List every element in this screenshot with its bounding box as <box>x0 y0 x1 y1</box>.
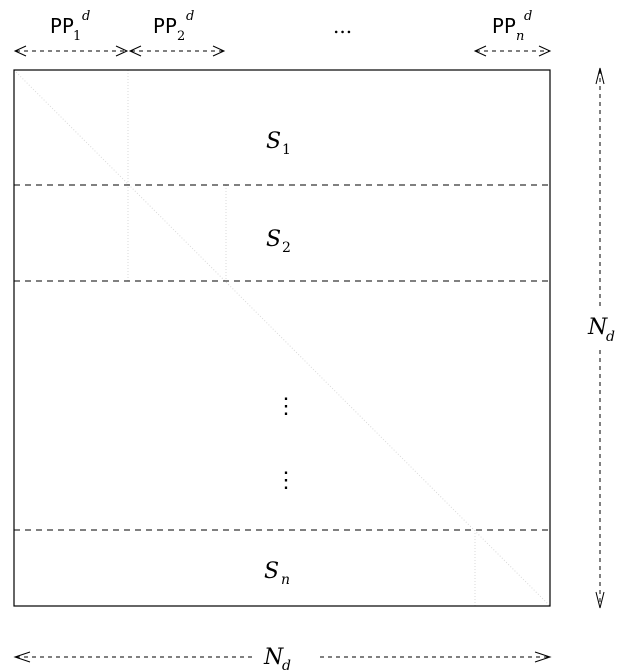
block-label-2-sub: 2 <box>282 240 291 256</box>
horizontal-dimension-arrow <box>13 651 552 663</box>
partition-label-1-base: PP <box>50 14 74 38</box>
partition-label-2: PP 2 d <box>153 9 194 44</box>
block-label-n-sub: n <box>281 572 290 588</box>
partition-label-2-base: PP <box>153 14 177 38</box>
partition-arrow-2 <box>128 45 226 57</box>
partition-label-1: PP 1 d <box>50 9 90 44</box>
block-label-n: S n <box>264 559 290 588</box>
vertical-dimension-label-sub: d <box>606 329 615 345</box>
partition-label-2-sub: 2 <box>177 29 185 44</box>
vertical-dimension-label-base: N <box>587 315 608 340</box>
vertical-label-mask <box>586 308 626 350</box>
partition-label-n-sub: n <box>516 29 524 44</box>
horizontal-ellipsis: ... <box>333 14 352 38</box>
block-label-1: S 1 <box>266 129 291 158</box>
horizontal-dimension-label-sub: d <box>282 658 291 671</box>
block-label-1-base: S <box>266 129 281 154</box>
vertical-dimension-label: N d <box>587 315 615 345</box>
partition-label-n: PP n d <box>492 9 532 44</box>
horizontal-dimension-label: N d <box>263 645 291 671</box>
partition-label-1-sup: d <box>82 9 90 24</box>
partition-label-n-base: PP <box>492 14 516 38</box>
partition-arrow-1 <box>13 45 129 57</box>
diagonal-guides <box>13 69 551 607</box>
horizontal-dimension-label-base: N <box>263 645 284 670</box>
block-label-2: S 2 <box>266 227 291 256</box>
matrix-box <box>13 69 551 607</box>
partition-label-2-sup: d <box>186 9 194 24</box>
partition-label-n-sup: d <box>524 9 532 24</box>
vertical-ellipsis-1: ⋮ <box>275 394 297 419</box>
partition-arrow-n <box>473 45 552 57</box>
block-label-n-base: S <box>264 559 279 584</box>
partition-label-1-sub: 1 <box>73 29 81 44</box>
block-label-2-base: S <box>266 227 281 252</box>
block-label-1-sub: 1 <box>282 142 291 158</box>
vertical-ellipsis-2: ⋮ <box>275 468 297 493</box>
